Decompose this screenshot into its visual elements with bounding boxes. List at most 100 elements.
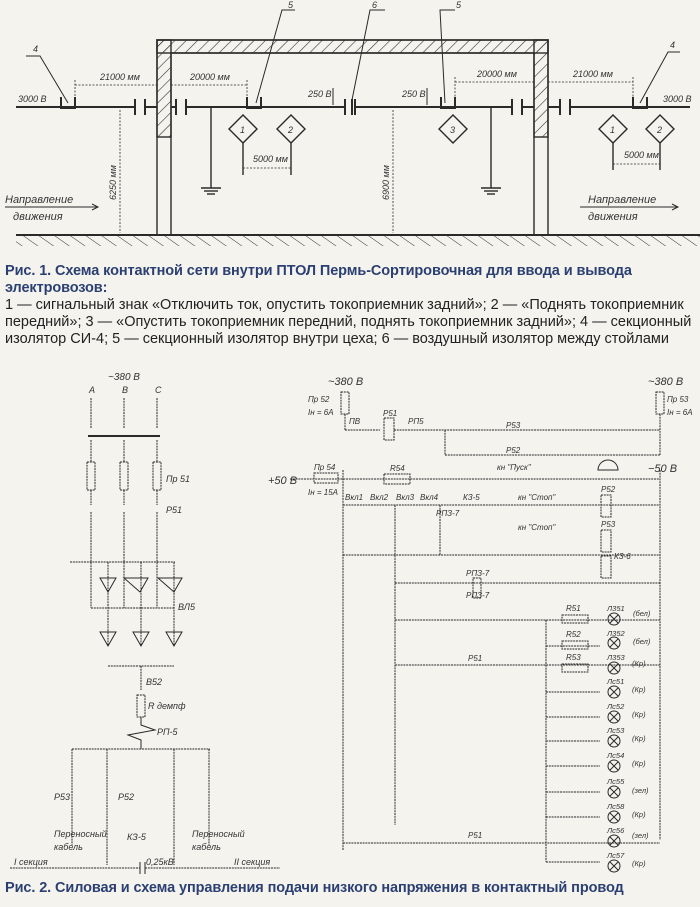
btn-stop-label-2: кн "Стоп" [518, 523, 556, 532]
bell-icon [597, 459, 619, 471]
figure-1-diagram: 3000 В 3000 В 21000 мм 20000 мм 20000 мм… [5, 0, 700, 246]
voltage-left: 3000 В [18, 94, 47, 104]
lamp-color: (Кр) [632, 759, 646, 768]
fuse-pr53-rating: Iн = 6А [667, 408, 693, 417]
lamp-color: (Кр) [632, 710, 646, 719]
lamp-color: (Кр) [632, 685, 646, 694]
grounding-right [481, 107, 501, 195]
lamp-l352 [607, 636, 621, 650]
relay-p52-coil [600, 494, 612, 518]
fuse-pr51-c [152, 461, 162, 491]
relay-rp5-label: РП-5 [157, 727, 179, 737]
lamp-label: Л351 [606, 604, 625, 613]
lamp-l351 [607, 612, 621, 626]
fuse-pr54-label: Пр 54 [314, 463, 336, 472]
r54-label: R54 [390, 464, 405, 473]
voltage-250-right: 250 В [401, 89, 426, 99]
grounding-left [201, 107, 221, 195]
power-circuit [10, 398, 280, 874]
signal-lamps [607, 612, 621, 873]
vkl3-label: Вкл3 [396, 493, 415, 502]
lamp-label: Лс56 [606, 826, 625, 835]
callout-5-left: 5 [288, 0, 294, 10]
figure-1-caption-body: 1 — сигнальный знак «Отключить ток, опус… [5, 297, 692, 347]
sign-3: 3 [450, 125, 455, 135]
phase-a: A [88, 385, 95, 395]
section-insulator-4-left [60, 97, 76, 109]
sign-1-left: 1 [240, 125, 245, 135]
btn-start-label: кн "Пуск" [497, 463, 532, 472]
lamp-label: Л353 [606, 653, 625, 662]
ground-hatch [16, 236, 700, 246]
resistor-r52 [561, 640, 589, 650]
fuse-pr51-b [119, 461, 129, 491]
p53-contact-label: Р53 [506, 421, 521, 430]
sign-1-right: 1 [610, 125, 615, 135]
lamp-color: (бел) [633, 637, 651, 646]
lamp-label: Лс54 [606, 751, 624, 760]
rp37-contact-label: РПЗ-7 [466, 591, 490, 600]
control-supply-right: ~380 В [648, 376, 683, 388]
fuse-pr51-a [86, 461, 96, 491]
relay-rp37-coil [472, 577, 482, 599]
resistor-damper-label: R демпф [148, 701, 186, 711]
lamp-label: Лс52 [606, 702, 625, 711]
relay-p52-coil-label: Р52 [601, 485, 616, 494]
callout-leaders [26, 9, 680, 104]
lamp-ls55 [607, 785, 621, 799]
rp5-label: РП5 [408, 417, 424, 426]
control-circuit [290, 391, 665, 863]
direction-right-2: движения [588, 211, 638, 223]
lamp-label: Лс57 [606, 851, 625, 860]
cable-right-2: кабель [192, 842, 221, 852]
rectifier-label: ВЛ5 [178, 602, 196, 612]
fuse-pr52 [340, 391, 350, 415]
phase-c: C [155, 385, 162, 395]
relay-rp5-coil [126, 717, 157, 749]
dim-20000-right: 20000 мм [476, 69, 517, 79]
callout-4-left: 4 [33, 44, 38, 54]
relay-r53-label: Р53 [54, 792, 70, 802]
lamp-color: (зел) [632, 786, 649, 795]
callout-5-right: 5 [456, 0, 462, 10]
lamp-color: (Кр) [632, 734, 646, 743]
relay-p51-coil [383, 417, 395, 441]
lamp-color: (Кр) [632, 659, 646, 668]
p51-contact-label-2: Р51 [468, 831, 482, 840]
sign-2-right: 2 [656, 125, 662, 135]
relay-kz6-coil [600, 555, 612, 579]
building-outline [156, 39, 549, 235]
lamp-color: (Кр) [632, 810, 646, 819]
insulator-marks [134, 99, 571, 115]
lamp-ls58 [607, 810, 621, 824]
dim-21000-left: 21000 мм [99, 72, 140, 82]
lamp-label: Лс51 [606, 677, 624, 686]
diode-row-2 [99, 631, 183, 648]
cable-left-1: Переносный [54, 829, 107, 839]
resistor-r53 [561, 663, 589, 673]
fuse-pr53-label: Пр 53 [667, 395, 689, 404]
control-supply-left: ~380 В [328, 376, 363, 388]
dim-21000-right: 21000 мм [572, 69, 613, 79]
figure-2-caption: Рис. 2. Силовая и схема управления подач… [5, 880, 697, 897]
resistor-r54 [383, 473, 411, 485]
relay-r52-label: Р52 [118, 792, 134, 802]
section-1-label: I секция [14, 857, 48, 867]
lamp-ls54 [607, 759, 621, 773]
section-insulator-4-right [632, 97, 648, 109]
section-insulator-5-right [440, 97, 456, 109]
voltage-025-label: 0,25кВ [146, 857, 174, 867]
cable-left-2: кабель [54, 842, 83, 852]
direction-left-2: движения [13, 211, 63, 223]
minus50-label: −50 В [648, 463, 677, 475]
figure-1-caption: Рис. 1. Схема контактной сети внутри ПТО… [5, 263, 697, 348]
p52-contact-label: Р52 [506, 446, 521, 455]
plus50-label: +50 В [268, 475, 297, 487]
fuse-pr51-label: Пр 51 [166, 474, 190, 484]
height-6250: 6250 мм [108, 165, 118, 200]
fuse-pr53 [655, 391, 665, 415]
direction-left-1: Направление [5, 194, 73, 206]
lamp-ls56 [607, 834, 621, 848]
dim-5000-right: 5000 мм [624, 150, 659, 160]
relay-p51-coil-label: Р51 [383, 409, 397, 418]
